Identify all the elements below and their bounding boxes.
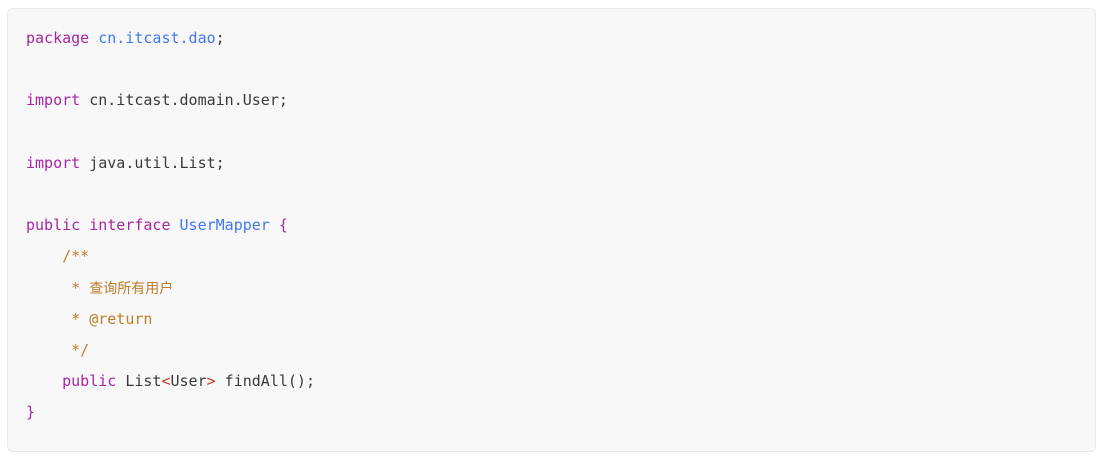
code-token: >	[206, 372, 216, 391]
code-line: * 查询所有用户	[26, 273, 1077, 304]
code-token: {	[278, 216, 288, 235]
code-token	[171, 216, 180, 234]
code-line: * @return	[26, 304, 1077, 335]
code-token	[26, 372, 62, 390]
code-token: public	[62, 372, 117, 391]
code-content[interactable]: package cn.itcast.dao; import cn.itcast.…	[8, 23, 1095, 428]
code-token: 查询所有用户	[89, 280, 174, 297]
code-token: }	[26, 403, 36, 422]
code-token: import	[26, 153, 81, 172]
code-line	[26, 117, 1077, 148]
code-token: UserMapper	[179, 216, 270, 235]
code-scroll-area[interactable]: package cn.itcast.dao; import cn.itcast.…	[8, 9, 1095, 451]
code-token	[89, 29, 98, 47]
code-token: * @return	[26, 309, 153, 328]
code-line: package cn.itcast.dao;	[26, 23, 1077, 54]
code-token: /**	[26, 247, 90, 266]
code-line: }	[26, 397, 1077, 428]
code-token: *	[26, 278, 90, 297]
code-line: public interface UserMapper {	[26, 210, 1077, 241]
code-token: findAll();	[215, 372, 315, 391]
code-line	[26, 54, 1077, 85]
code-token: <	[161, 372, 171, 391]
code-line: public List<User> findAll();	[26, 366, 1077, 397]
code-block: package cn.itcast.dao; import cn.itcast.…	[7, 8, 1096, 452]
code-token: cn.itcast.dao	[98, 29, 216, 47]
code-line: */	[26, 335, 1077, 366]
code-token	[270, 216, 279, 234]
code-token: public interface	[26, 216, 171, 235]
code-line: import java.util.List;	[26, 148, 1077, 179]
code-line: import cn.itcast.domain.User;	[26, 85, 1077, 116]
code-token: User	[170, 372, 207, 391]
code-token: java.util.List;	[80, 153, 225, 172]
code-token: List	[116, 372, 162, 391]
code-token: ;	[215, 29, 225, 47]
code-token: package	[26, 29, 90, 47]
code-token: import	[26, 91, 81, 110]
code-line	[26, 179, 1077, 210]
code-token: */	[26, 340, 90, 359]
code-line: /**	[26, 241, 1077, 272]
code-token: cn.itcast.domain.User;	[80, 91, 288, 110]
